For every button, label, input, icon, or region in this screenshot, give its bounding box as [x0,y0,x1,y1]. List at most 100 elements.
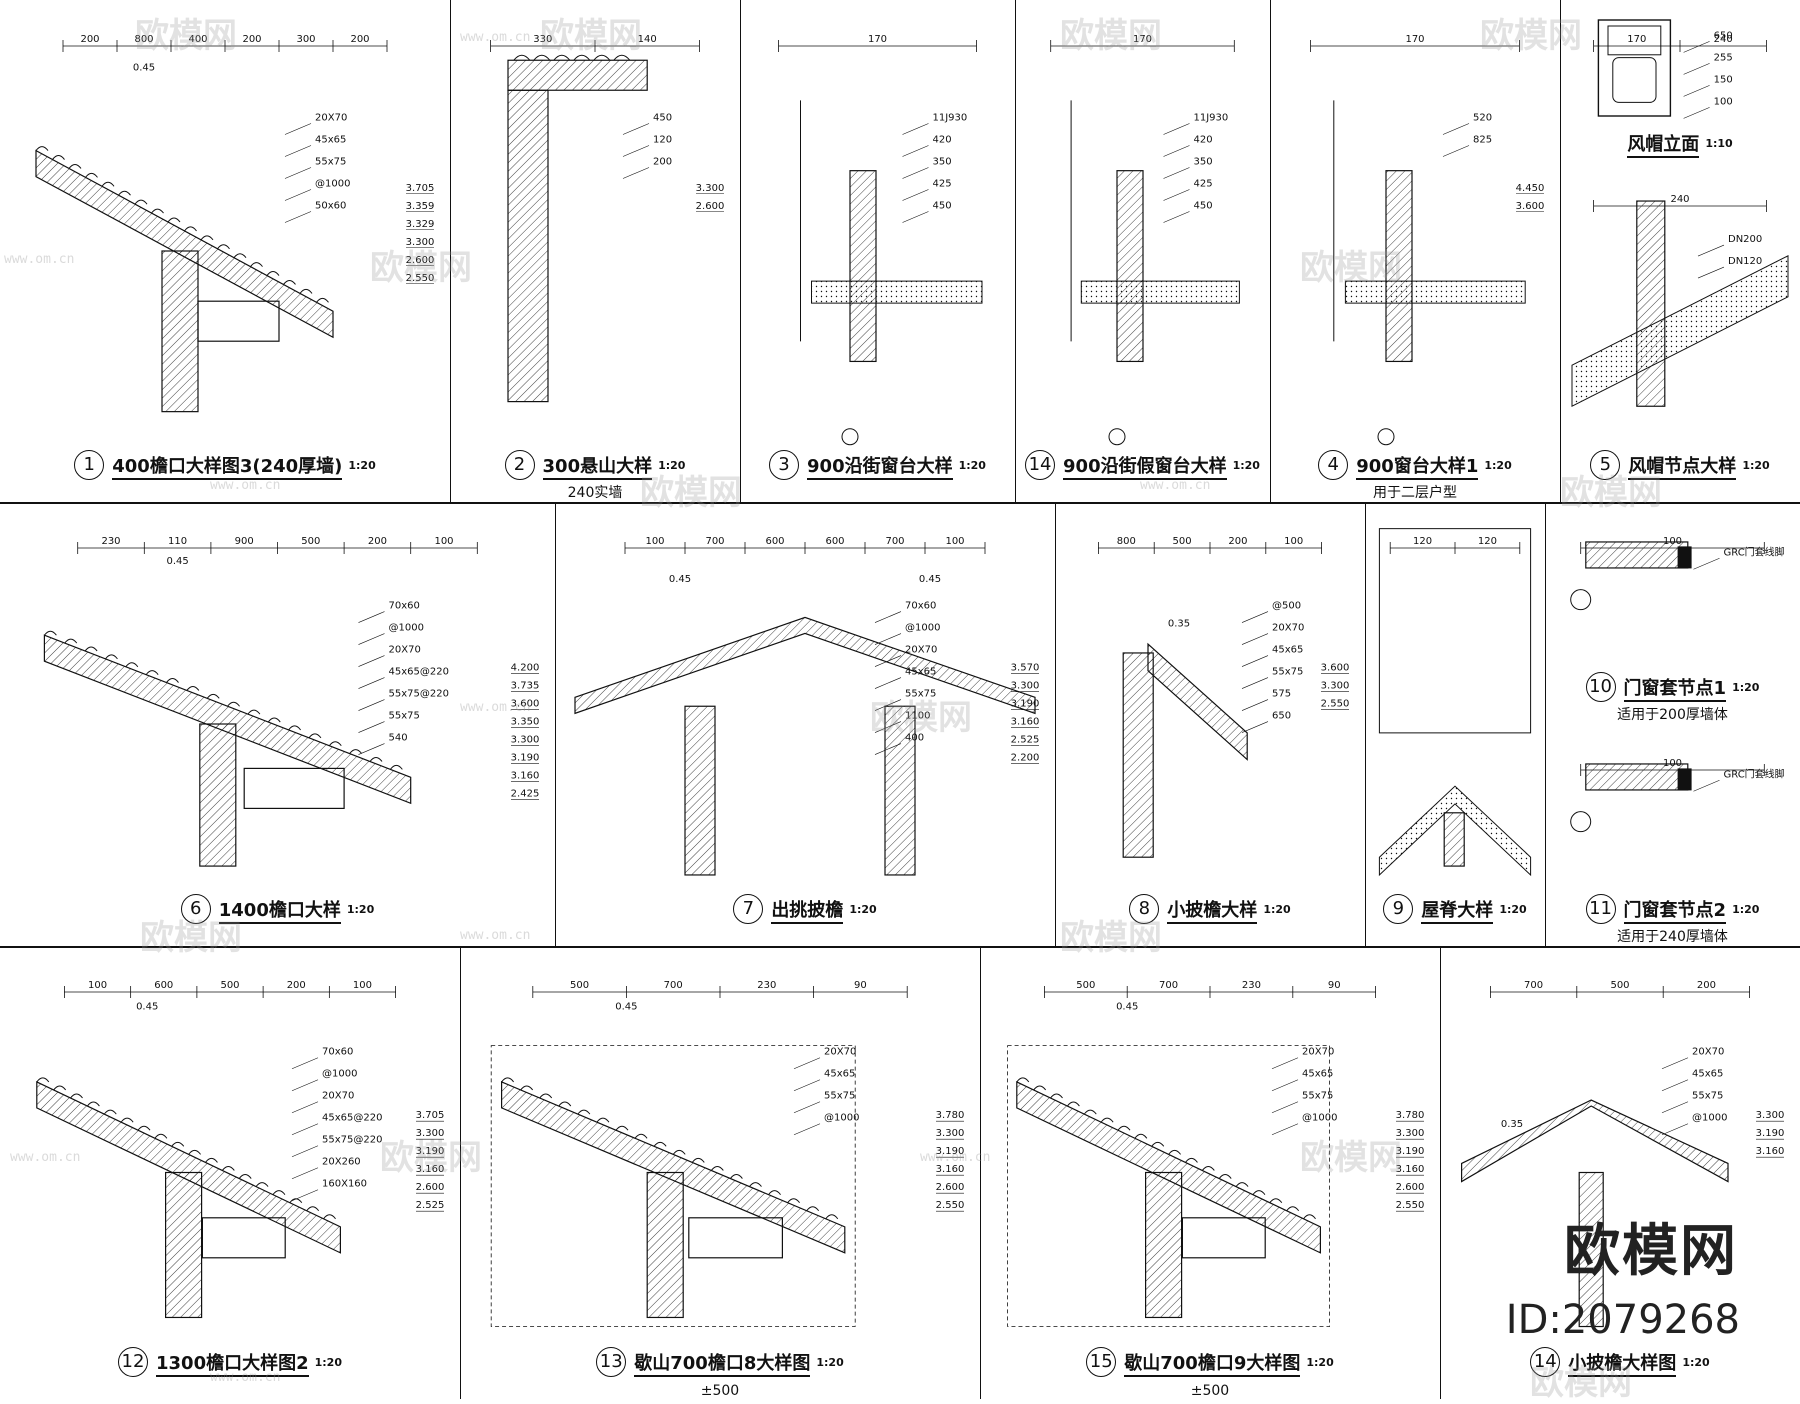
dimension-value: 230 [1242,980,1261,991]
dimension-value: 200 [368,536,387,547]
dimension-value: 240 [1670,194,1689,205]
elevation-value: 3.300 [1011,681,1040,692]
roof-tile [539,1093,553,1099]
leader-line [1271,1057,1299,1069]
hatched-concrete [1636,200,1666,407]
leader-line [874,677,902,689]
elevation-value: 2.550 [1321,699,1350,710]
roof-tile [369,756,383,762]
roof-tile [558,1101,572,1107]
roof-tile [44,630,57,636]
elevation-value: 3.190 [416,1146,445,1157]
leader-line [1163,211,1190,223]
elevation-value: 2.550 [1396,1200,1425,1211]
concrete-section [199,723,237,867]
elevation-value: 3.735 [511,681,540,692]
roof-tile [120,1117,134,1123]
roof-tile [238,1174,252,1179]
dimension-value: 300 [296,34,315,45]
roof-tile [573,54,591,61]
dimension-value: 200 [80,34,99,45]
roof-tile [306,1206,320,1212]
concrete-section [1145,1171,1183,1319]
elevation-value: 3.300 [1321,681,1350,692]
detail-drawing: 100GRC门套线脚 [1570,536,1785,611]
roof-tile [634,1133,648,1139]
leader-line [622,123,650,135]
roof-slab [574,616,1036,715]
dimension-value: 110 [168,536,187,547]
concrete-section [684,705,716,876]
dimension-value: 200 [242,34,261,45]
callout-value: 350 [933,156,952,167]
leader-line [1683,107,1710,119]
hatched-concrete [646,1171,684,1319]
callout-value: 55x75 [905,689,936,700]
leader-line [291,1057,319,1069]
dimension-value: 200 [1697,980,1716,991]
elevation-value: 3.329 [406,219,435,230]
callout-value: 55x75 [389,711,420,722]
hatched-concrete [1385,170,1413,363]
roof-tile [1033,1085,1047,1091]
dimension-value: 700 [664,980,683,991]
leader-line [793,1101,821,1113]
elevation-value: 3.300 [416,1128,445,1139]
leader-line [1241,699,1269,711]
roof-tile [272,1190,286,1195]
axis-bubble [841,428,859,446]
callout-value: 450 [933,200,952,211]
roof-tile [103,1109,117,1115]
elevation-value: 2.600 [936,1182,965,1193]
roof-tile [134,199,148,205]
dimension-value: 500 [1610,980,1629,991]
roof-tile [1016,1077,1030,1083]
roof-tile [118,190,131,196]
roof-tile [615,1125,629,1131]
dimension-value: 240 [1714,34,1733,45]
roof-tile [672,1149,686,1155]
roof-slope [1571,254,1789,408]
dimension-value: 600 [765,536,784,547]
leader-line [1661,1101,1689,1113]
dimension-value: 700 [885,536,904,547]
note-box [1378,528,1532,734]
elevation-value: 3.160 [511,771,540,782]
callout-value: 20X70 [905,645,937,656]
roof-assembly [43,630,412,805]
slope-value: 0.45 [1116,1001,1138,1012]
roof-tile [825,1214,839,1220]
roof-tile [299,288,313,294]
roof-tile [593,54,611,61]
callout-value: 120 [653,134,672,145]
elevation-value: 3.600 [511,699,540,710]
leader-line [1163,189,1190,201]
elevation-value: 3.300 [1756,1110,1785,1121]
roof-tile [1218,1174,1232,1179]
dimension-value: 170 [1133,34,1152,45]
dimension-value: 200 [287,980,306,991]
callout-value: 45x65@220 [322,1113,382,1124]
elevation-value: 3.160 [936,1164,965,1175]
roof-tile [691,1157,705,1163]
hatched-concrete [161,250,199,413]
leader-line [1241,677,1269,689]
elevation-value: 3.300 [1396,1128,1425,1139]
callout-value: 70x60 [905,601,936,612]
roof-tile [84,646,98,652]
leader-line [1683,41,1710,53]
elevation-value: 2.600 [416,1182,445,1193]
leader-line [1693,558,1720,570]
vent-cap-fret [1607,25,1662,56]
callout-value: 45x65 [824,1069,855,1080]
leader-line [902,167,929,179]
